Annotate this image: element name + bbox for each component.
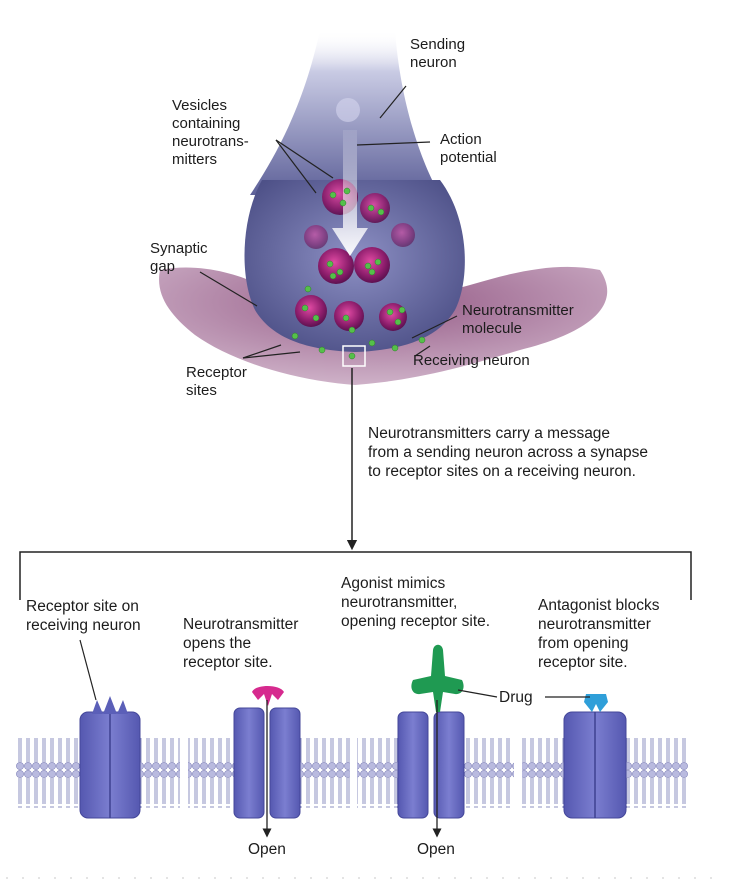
label-synaptic-gap: Synaptic gap bbox=[150, 240, 208, 275]
label-vesicles: Vesicles containing neurotrans- mitters bbox=[172, 97, 249, 168]
open-label-2: Open bbox=[248, 841, 286, 858]
bracket-line bbox=[19, 551, 692, 600]
panel-caption-1: Receptor site on receiving neuron bbox=[26, 598, 141, 634]
drug-leader-3 bbox=[457, 689, 498, 698]
open-label-3: Open bbox=[417, 841, 455, 858]
panel-caption-4: Antagonist blocks neurotransmitter from … bbox=[538, 597, 660, 671]
label-neurotransmitter-molecule: Neurotransmitter molecule bbox=[462, 302, 574, 337]
receptor-site-leader bbox=[79, 639, 97, 701]
action-potential-arrow bbox=[332, 130, 368, 256]
label-receptor-sites: Receptor sites bbox=[186, 364, 247, 399]
drug-label-3: Drug bbox=[499, 689, 533, 706]
receptor-antagonist-4 bbox=[563, 694, 627, 819]
zoom-box bbox=[342, 345, 366, 367]
receptor-open-2 bbox=[233, 686, 301, 819]
label-leaders bbox=[199, 85, 458, 359]
receptor-agonist-3 bbox=[397, 644, 465, 819]
main-caption: Neurotransmitters carry a message from a… bbox=[368, 425, 649, 480]
label-action-potential: Action potential bbox=[440, 131, 497, 166]
receptor-closed-1 bbox=[79, 696, 141, 819]
neurotransmitter-molecules bbox=[291, 187, 426, 360]
membranes bbox=[16, 738, 688, 808]
label-receiving-neuron: Receiving neuron bbox=[413, 352, 530, 369]
panel-caption-2: Neurotransmitter opens the receptor site… bbox=[183, 616, 299, 671]
label-sending-neuron: Sending neuron bbox=[410, 36, 466, 71]
panel-caption-3: Agonist mimics neurotransmitter, opening… bbox=[341, 575, 491, 630]
